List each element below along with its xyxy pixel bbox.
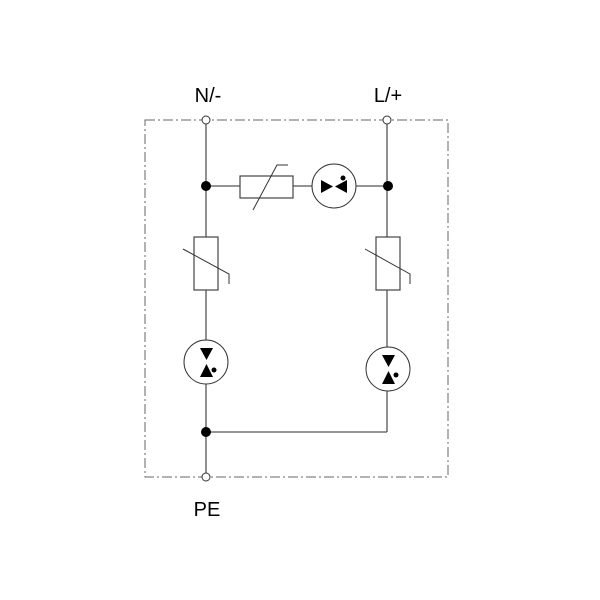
terminal-line <box>382 115 392 125</box>
gas-discharge-tube-left <box>183 339 229 385</box>
junction-dot <box>201 181 211 191</box>
gas-discharge-tube-horizontal <box>311 163 357 209</box>
terminal-earth <box>201 472 211 482</box>
varistor-right <box>364 236 411 291</box>
terminal-label-neutral: N/- <box>195 85 222 107</box>
gas-discharge-tube-right <box>365 346 411 392</box>
terminal-label-earth: PE <box>194 499 221 521</box>
varistor-horizontal <box>239 164 294 211</box>
junction-dot <box>201 427 211 437</box>
terminal-label-line: L/+ <box>374 85 402 107</box>
terminal-neutral <box>201 115 211 125</box>
enclosure-boundary <box>144 119 449 478</box>
varistor-left <box>182 236 230 291</box>
wires <box>205 124 388 473</box>
junction-dot <box>383 181 393 191</box>
